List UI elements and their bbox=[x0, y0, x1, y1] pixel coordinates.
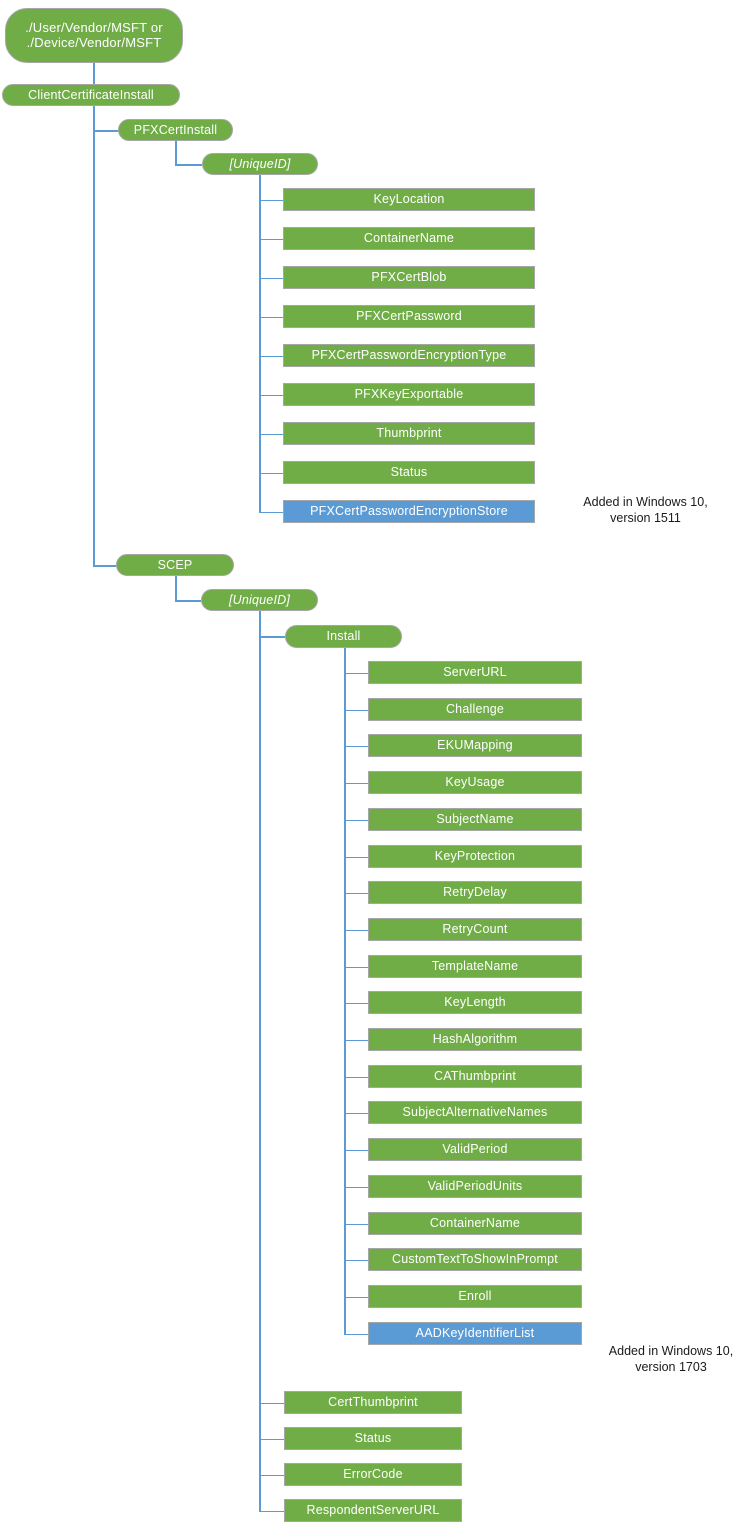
node-scep-child-respondentserverurl[interactable]: RespondentServerURL bbox=[284, 1499, 462, 1522]
connector-scep-to-uniqueid bbox=[175, 600, 201, 602]
node-pfx-child-pfxcertpassword[interactable]: PFXCertPassword bbox=[283, 305, 535, 328]
node-install-child-hashalgorithm[interactable]: HashAlgorithm bbox=[368, 1028, 582, 1051]
node-install-child-keyusage[interactable]: KeyUsage bbox=[368, 771, 582, 794]
node-install-child-validperiodunits[interactable]: ValidPeriodUnits bbox=[368, 1175, 582, 1198]
connector-install-child-14 bbox=[344, 1186, 368, 1188]
node-install-child-customtexttoshowinprompt[interactable]: CustomTextToShowInPrompt bbox=[368, 1248, 582, 1271]
connector-install-child-2 bbox=[344, 745, 368, 747]
node-pfx-child-thumbprint[interactable]: Thumbprint bbox=[283, 422, 535, 445]
connector-pfxcertinstall-down bbox=[175, 141, 177, 164]
node-scep-child-errorcode[interactable]: ErrorCode bbox=[284, 1463, 462, 1486]
node-install-child-keyprotection[interactable]: KeyProtection bbox=[368, 845, 582, 868]
node-install-child-serverurl[interactable]: ServerURL bbox=[368, 661, 582, 684]
node-install-child-retrydelay[interactable]: RetryDelay bbox=[368, 881, 582, 904]
connector-install-child-1 bbox=[344, 709, 368, 711]
connector-install-child-18 bbox=[344, 1333, 368, 1335]
connector-pfx-child-1 bbox=[259, 238, 283, 240]
connector-trunk-to-pfxcertinstall bbox=[93, 130, 118, 132]
connector-install-child-15 bbox=[344, 1223, 368, 1225]
node-pfx-child-pfxcertpasswordencryptionstore[interactable]: PFXCertPasswordEncryptionStore bbox=[283, 500, 535, 523]
node-scep-child-certthumbprint[interactable]: CertThumbprint bbox=[284, 1391, 462, 1414]
node-pfx-child-keylocation[interactable]: KeyLocation bbox=[283, 188, 535, 211]
node-install-child-retrycount[interactable]: RetryCount bbox=[368, 918, 582, 941]
connector-pfx-child-2 bbox=[259, 277, 283, 279]
node-scep-child-status[interactable]: Status bbox=[284, 1427, 462, 1450]
connector-pfxcertinstall-to-uniqueid bbox=[175, 164, 202, 166]
connector-scep-child-1 bbox=[259, 1438, 284, 1440]
connector-install-child-13 bbox=[344, 1149, 368, 1151]
connector-uniqueid-to-install bbox=[259, 636, 285, 638]
connector-install-child-11 bbox=[344, 1076, 368, 1078]
node-pfx-child-pfxkeyexportable[interactable]: PFXKeyExportable bbox=[283, 383, 535, 406]
connector-install-child-17 bbox=[344, 1296, 368, 1298]
node-client-certificate-install[interactable]: ClientCertificateInstall bbox=[2, 84, 180, 106]
connector-pfx-child-6 bbox=[259, 433, 283, 435]
connector-pfx-child-3 bbox=[259, 316, 283, 318]
spine-install-children bbox=[344, 648, 346, 1334]
node-pfx-child-containername[interactable]: ContainerName bbox=[283, 227, 535, 250]
connector-install-child-6 bbox=[344, 892, 368, 894]
node-scep-install[interactable]: Install bbox=[285, 625, 402, 648]
node-install-child-validperiod[interactable]: ValidPeriod bbox=[368, 1138, 582, 1161]
connector-install-child-3 bbox=[344, 782, 368, 784]
connector-trunk-to-scep bbox=[93, 565, 116, 567]
connector-install-child-8 bbox=[344, 966, 368, 968]
node-scep[interactable]: SCEP bbox=[116, 554, 234, 576]
trunk-root-line bbox=[93, 63, 95, 565]
connector-install-child-5 bbox=[344, 856, 368, 858]
connector-install-child-9 bbox=[344, 1002, 368, 1004]
node-install-child-challenge[interactable]: Challenge bbox=[368, 698, 582, 721]
node-install-child-subjectname[interactable]: SubjectName bbox=[368, 808, 582, 831]
connector-scep-child-3 bbox=[259, 1510, 284, 1512]
node-install-child-aadkeyidentifierlist[interactable]: AADKeyIdentifierList bbox=[368, 1322, 582, 1345]
spine-scep-children bbox=[259, 611, 261, 1511]
node-install-child-enroll[interactable]: Enroll bbox=[368, 1285, 582, 1308]
connector-scep-down bbox=[175, 576, 177, 600]
node-install-child-templatename[interactable]: TemplateName bbox=[368, 955, 582, 978]
connector-install-child-10 bbox=[344, 1039, 368, 1041]
connector-pfx-child-7 bbox=[259, 472, 283, 474]
node-scep-unique-id[interactable]: [UniqueID] bbox=[201, 589, 318, 611]
node-pfx-child-status[interactable]: Status bbox=[283, 461, 535, 484]
connector-install-child-4 bbox=[344, 819, 368, 821]
connector-scep-child-2 bbox=[259, 1474, 284, 1476]
node-pfx-child-pfxcertblob[interactable]: PFXCertBlob bbox=[283, 266, 535, 289]
node-install-child-ekumapping[interactable]: EKUMapping bbox=[368, 734, 582, 757]
node-install-child-containername[interactable]: ContainerName bbox=[368, 1212, 582, 1235]
annotation-added-1703: Added in Windows 10, version 1703 bbox=[608, 1344, 734, 1375]
connector-install-child-16 bbox=[344, 1259, 368, 1261]
connector-pfx-child-5 bbox=[259, 394, 283, 396]
connector-install-child-7 bbox=[344, 929, 368, 931]
spine-pfx-children bbox=[259, 175, 261, 512]
node-install-child-keylength[interactable]: KeyLength bbox=[368, 991, 582, 1014]
node-pfx-cert-install[interactable]: PFXCertInstall bbox=[118, 119, 233, 141]
connector-scep-child-0 bbox=[259, 1402, 284, 1404]
connector-install-child-12 bbox=[344, 1112, 368, 1114]
connector-pfx-child-8 bbox=[259, 511, 283, 513]
node-root-path[interactable]: ./User/Vendor/MSFT or ./Device/Vendor/MS… bbox=[5, 8, 183, 63]
annotation-added-1511: Added in Windows 10, version 1511 bbox=[583, 495, 708, 526]
node-pfx-child-pfxcertpasswordencryptiontype[interactable]: PFXCertPasswordEncryptionType bbox=[283, 344, 535, 367]
node-pfx-unique-id[interactable]: [UniqueID] bbox=[202, 153, 318, 175]
node-install-child-cathumbprint[interactable]: CAThumbprint bbox=[368, 1065, 582, 1088]
connector-pfx-child-4 bbox=[259, 355, 283, 357]
connector-pfx-child-0 bbox=[259, 199, 283, 201]
node-install-child-subjectalternativenames[interactable]: SubjectAlternativeNames bbox=[368, 1101, 582, 1124]
connector-install-child-0 bbox=[344, 672, 368, 674]
